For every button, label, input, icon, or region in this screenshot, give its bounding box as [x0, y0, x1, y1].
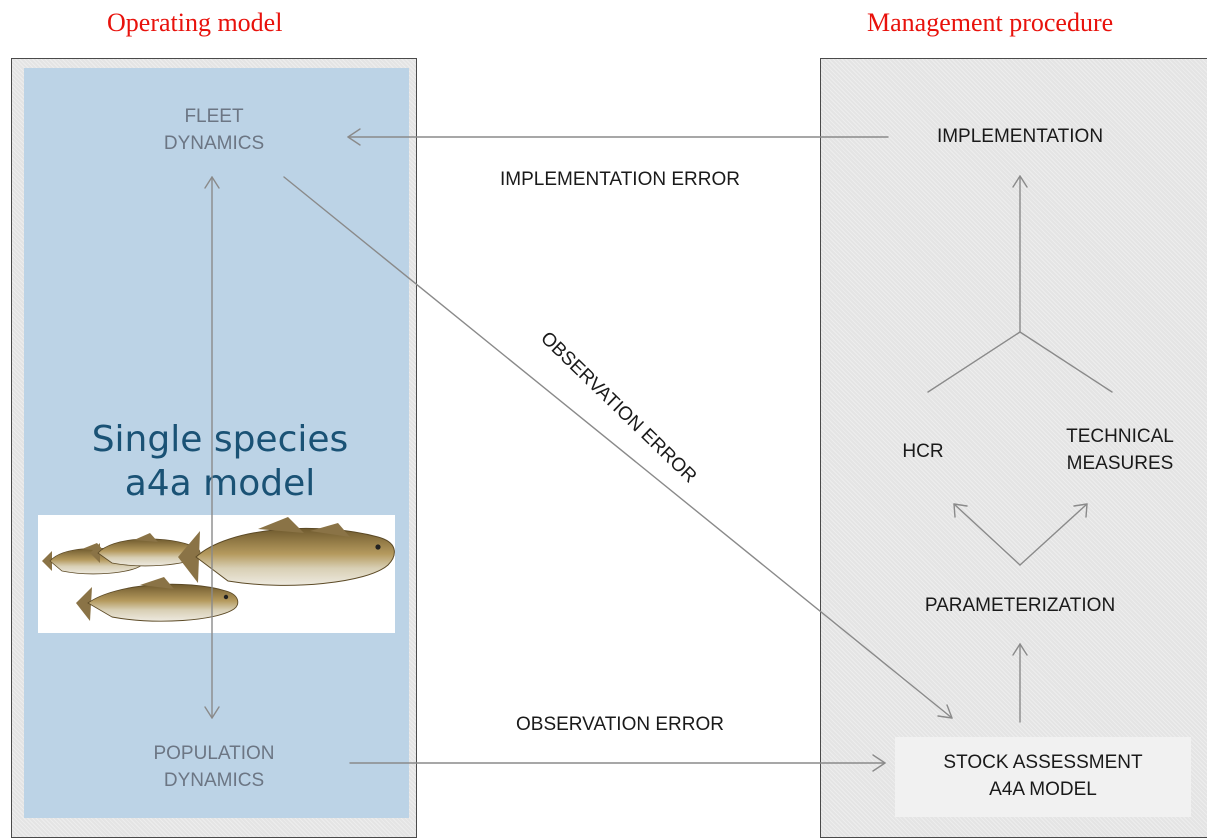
arrowhead — [347, 128, 361, 146]
implementation-label: IMPLEMENTATION — [936, 126, 1104, 147]
stock-assessment-label: STOCK ASSESSMENT A4A MODEL — [943, 752, 1143, 800]
arrowhead — [1073, 503, 1088, 518]
arrowhead — [872, 754, 886, 772]
technical-measures-label: TECHNICAL MEASURES — [1066, 426, 1174, 474]
parameterization-to-hcr-arrow — [953, 503, 1021, 566]
parameterization-label: PARAMETERIZATION — [924, 595, 1116, 616]
hcr-to-junction-line — [927, 331, 1021, 393]
observation-error-diagonal-arrow — [283, 176, 953, 719]
hcr-label: HCR — [902, 441, 944, 462]
fleet-dynamics-label: FLEET DYNAMICS — [163, 106, 265, 154]
management-procedure-heading: Management procedure — [867, 8, 1114, 37]
observation-error-label: OBSERVATION ERROR — [516, 714, 724, 735]
arrowhead — [1012, 175, 1028, 188]
arrowhead — [1012, 643, 1028, 656]
stock-assessment-box — [895, 737, 1191, 817]
arrowhead — [204, 706, 220, 719]
model-title: Single species a4a model — [91, 419, 349, 504]
arrowhead — [953, 503, 968, 518]
technical-to-junction-line — [1019, 331, 1113, 393]
implementation-error-label: IMPLEMENTATION ERROR — [500, 169, 740, 190]
fish-icon — [76, 577, 239, 622]
operating-model-heading: Operating model — [107, 8, 283, 37]
operating-model-area — [24, 68, 409, 818]
arrowhead — [937, 704, 953, 719]
fish-icon — [178, 517, 395, 586]
parameterization-to-technical-arrow — [1019, 503, 1088, 566]
population-dynamics-label: POPULATION DYNAMICS — [153, 743, 275, 791]
fish-icon — [90, 533, 201, 567]
arrowhead — [204, 176, 220, 189]
cod-fish-illustration — [38, 515, 395, 633]
